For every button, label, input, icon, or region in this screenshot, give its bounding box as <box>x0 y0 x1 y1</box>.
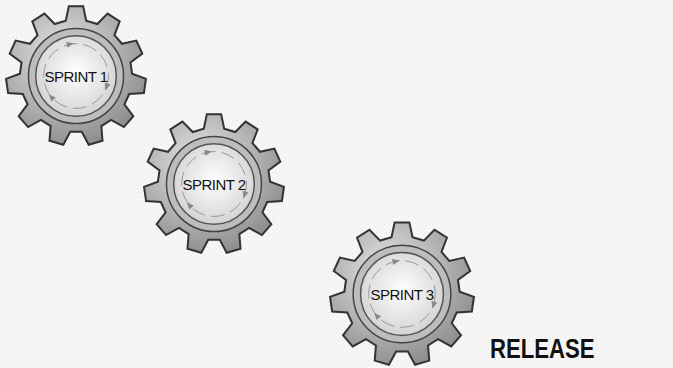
cycle-arrowhead <box>374 313 381 320</box>
sprint-label: SPRINT 1 <box>4 4 148 148</box>
gear-node: SPRINT 3 <box>328 220 476 368</box>
cycle-arrowhead <box>204 150 212 156</box>
gear-node: SPRINT 2 <box>142 112 286 256</box>
cycle-arrowhead <box>392 259 400 265</box>
gear-node: SPRINT 1 <box>4 4 148 148</box>
cycle-arrowhead <box>187 202 194 209</box>
release-label: RELEASE <box>490 334 595 365</box>
sprint-label: SPRINT 3 <box>328 220 476 368</box>
sprint-label: SPRINT 2 <box>142 112 286 256</box>
cycle-arrowhead <box>49 94 56 101</box>
cycle-arrowhead <box>66 42 74 48</box>
